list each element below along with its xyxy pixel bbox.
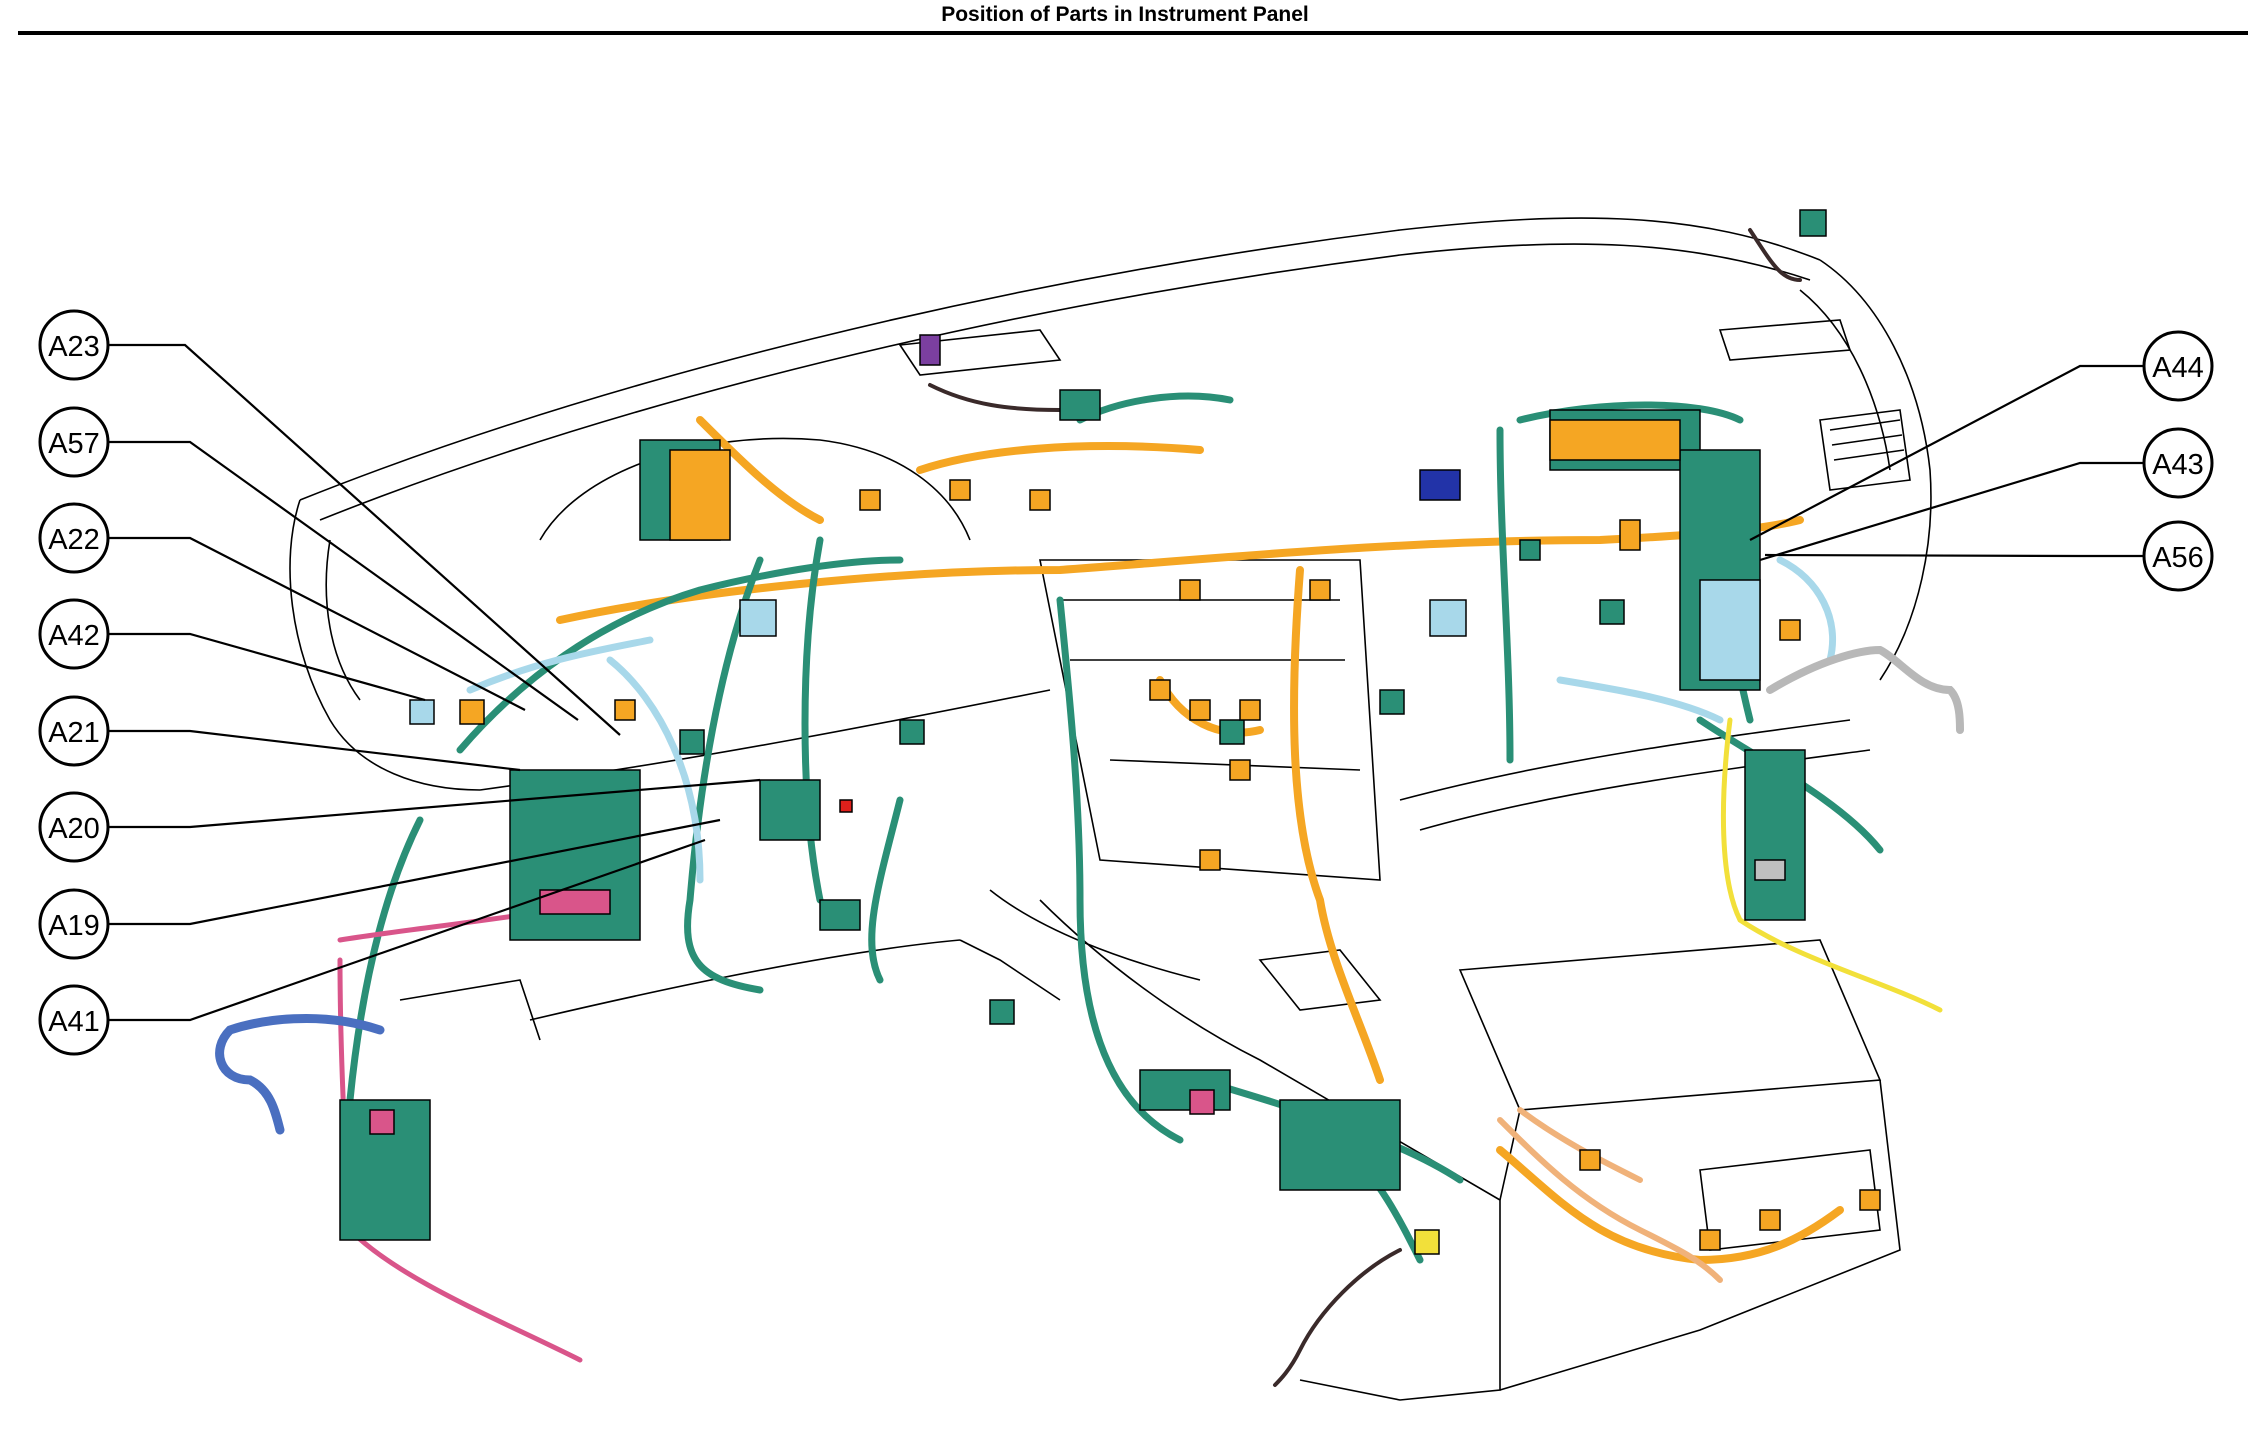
connectors-light-blue bbox=[409, 579, 1761, 725]
callout-a19: A19 bbox=[38, 888, 110, 960]
harness-dark-tail bbox=[928, 228, 1802, 1387]
connectors-orange bbox=[459, 419, 1881, 1251]
callout-label-a20: A20 bbox=[48, 813, 100, 845]
callout-label-a21: A21 bbox=[48, 717, 100, 749]
callout-label-a22: A22 bbox=[48, 524, 100, 556]
harness-blue bbox=[215, 1014, 385, 1135]
callout-a57: A57 bbox=[38, 406, 110, 478]
callout-a22: A22 bbox=[38, 502, 110, 574]
callout-a41: A41 bbox=[38, 984, 110, 1056]
main-harness-orange bbox=[556, 416, 1844, 1265]
callout-a44: A44 bbox=[2142, 330, 2214, 402]
callout-label-a23: A23 bbox=[48, 331, 100, 363]
connectors-other bbox=[919, 334, 1786, 1255]
leader-lines bbox=[106, 343, 2144, 1022]
harness-light-blue bbox=[466, 556, 1837, 884]
callout-a56: A56 bbox=[2142, 520, 2214, 592]
callout-label-a41: A41 bbox=[48, 1006, 100, 1038]
callout-a42: A42 bbox=[38, 598, 110, 670]
callout-label-a44: A44 bbox=[2152, 352, 2204, 384]
callout-a43: A43 bbox=[2142, 427, 2214, 499]
harness-tan bbox=[1497, 1107, 1723, 1283]
callout-label-a57: A57 bbox=[48, 428, 100, 460]
callout-label-a19: A19 bbox=[48, 910, 100, 942]
callouts-right: A44 A43 A56 bbox=[2142, 330, 2214, 592]
dashboard-outline bbox=[289, 217, 1932, 1401]
harness-yellow bbox=[1720, 717, 1943, 1013]
title-rule bbox=[18, 31, 2248, 35]
connectors-green bbox=[339, 209, 1827, 1241]
callout-label-a56: A56 bbox=[2152, 542, 2204, 574]
callout-label-a43: A43 bbox=[2152, 449, 2204, 481]
callout-a23: A23 bbox=[38, 309, 110, 381]
connectors-pink bbox=[369, 799, 1215, 1135]
callouts-left: A23 A57 A22 A42 A21 A20 A19 A41 bbox=[38, 309, 110, 1056]
callout-a21: A21 bbox=[38, 695, 110, 767]
callout-label-a42: A42 bbox=[48, 620, 100, 652]
harness-gray bbox=[1766, 645, 1964, 734]
page-title: Position of Parts in Instrument Panel bbox=[941, 3, 1309, 26]
callout-a20: A20 bbox=[38, 791, 110, 863]
